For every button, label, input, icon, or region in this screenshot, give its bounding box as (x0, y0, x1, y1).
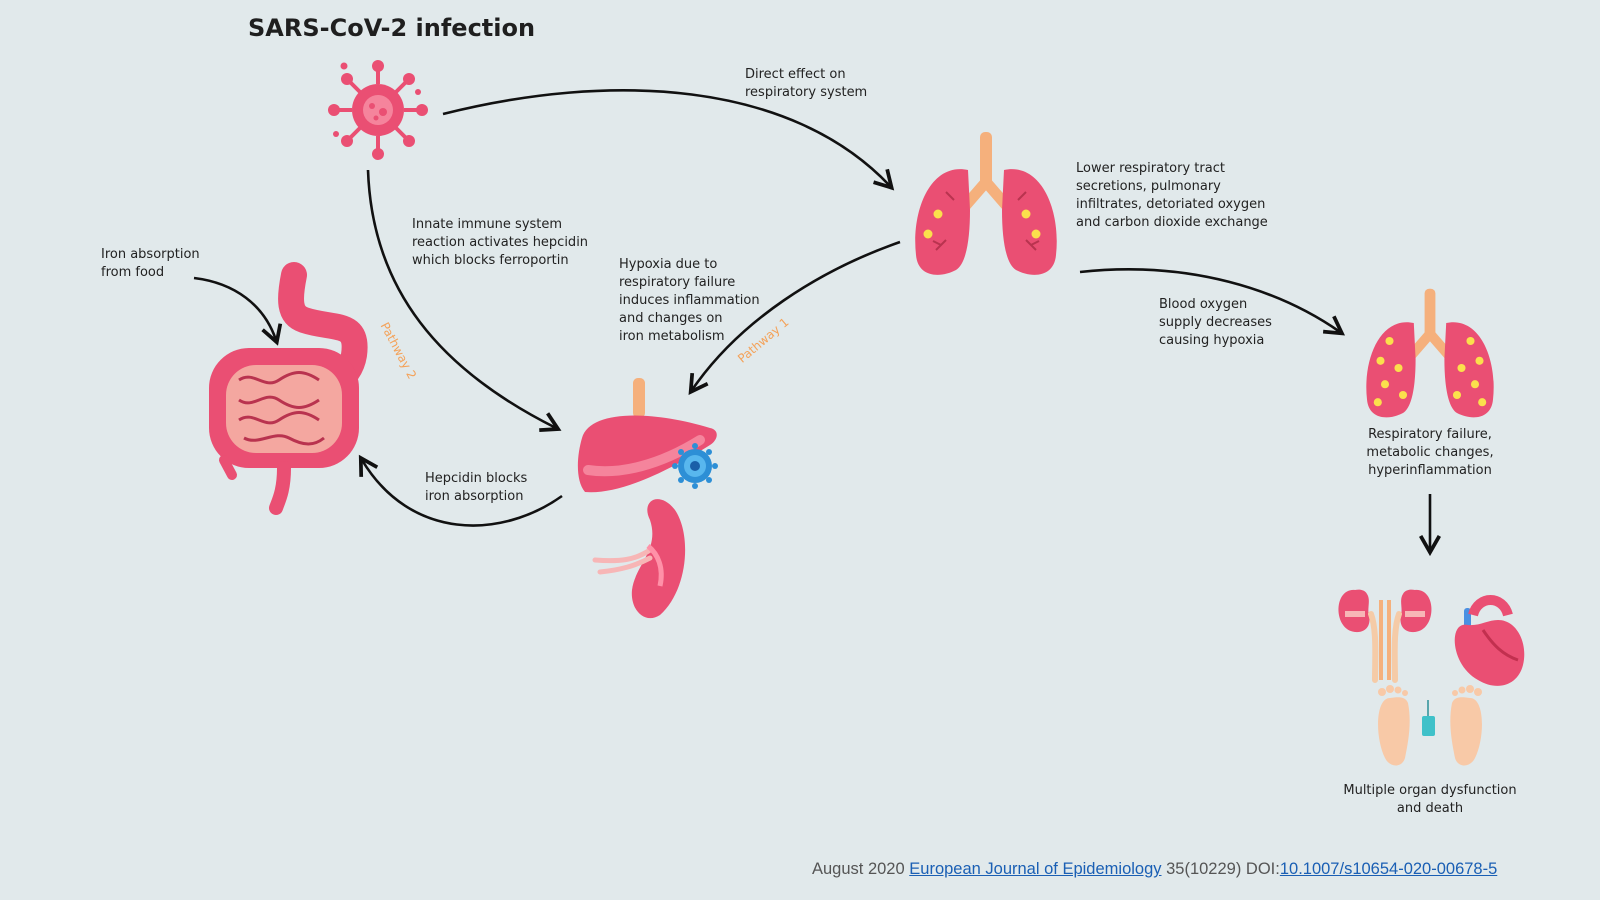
label-iron-food: Iron absorption from food (101, 247, 200, 280)
arrow-food-to-gut (193, 276, 283, 346)
arrow-virus-to-liver (366, 169, 562, 432)
label-blood-oxygen: Blood oxygen supply decreases causing hy… (1159, 297, 1272, 348)
arrow-lungs-to-damaged-lungs (1079, 268, 1346, 336)
label-resp-failure: Respiratory failure, metabolic changes, … (1366, 427, 1494, 478)
label-lower-tract: Lower respiratory tract secretions, pulm… (1076, 161, 1268, 230)
diagram-title: SARS-CoV-2 infection (248, 14, 536, 42)
citation: August 2020 European Journal of Epidemio… (812, 860, 1497, 879)
label-innate-immune: Innate immune system reaction activates … (412, 217, 589, 268)
citation-journal-link[interactable]: European Journal of Epidemiology (909, 860, 1162, 878)
arrow-virus-to-lungs (442, 89, 895, 191)
citation-volume: 35(10229) DOI: (1166, 860, 1280, 878)
arrow-lungs-to-liver (688, 240, 901, 396)
label-hypoxia: Hypoxia due to respiratory failure induc… (619, 257, 760, 344)
label-multi-organ: Multiple organ dysfunction and death (1343, 783, 1517, 816)
arrow-liver-to-gut (358, 454, 563, 527)
citation-date: August 2020 (812, 860, 905, 878)
citation-doi-link[interactable]: 10.1007/s10654-020-00678-5 (1279, 860, 1498, 878)
label-hepcidin-blocks: Hepcidin blocks iron absorption (425, 471, 528, 504)
label-direct-effect: Direct effect on respiratory system (745, 67, 868, 100)
